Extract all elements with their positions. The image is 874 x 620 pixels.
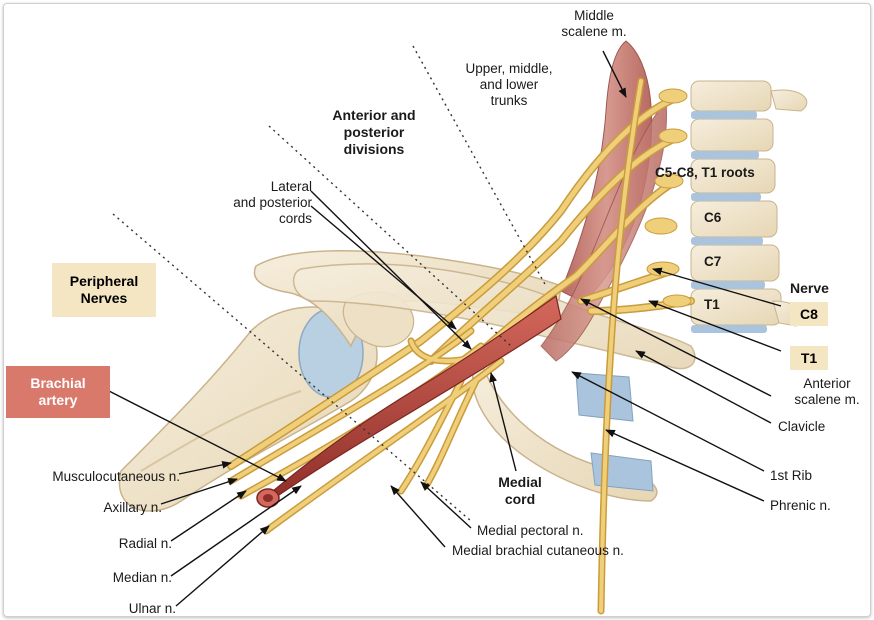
label-phrenic: Phrenic n. [770,498,831,513]
label-anterior-scalene-line2: scalene m. [794,392,860,407]
label-axillary: Axillary n. [103,500,162,515]
label-median: Median n. [112,570,172,585]
label-divisions-line1: Anterior and [332,107,416,123]
brachial-artery-line2: artery [38,392,78,408]
label-c6: C6 [704,210,722,225]
label-clavicle: Clavicle [778,419,826,434]
label-nerve-t1: T1 [790,346,828,370]
label-trunks-line3: trunks [490,93,528,108]
label-trunks-line1: Upper, middle, [465,61,553,76]
label-divisions-line3: divisions [343,141,405,157]
label-divisions-line2: posterior [343,124,405,140]
label-middle-scalene-line2: scalene m. [561,24,627,39]
label-c7: C7 [704,254,722,269]
label-cords-line1: Lateral [270,179,312,194]
peripheral-nerves-box: Peripheral Nerves [52,263,156,317]
brachial-artery-box: Brachial artery [6,366,110,418]
label-medial-cord-line1: Medial [498,474,542,490]
label-trunks-line2: and lower [479,77,539,92]
diagram-frame: Middle scalene m. Upper, middle, and low… [3,3,871,617]
label-middle-scalene-line1: Middle [574,8,614,23]
cervical-spine [690,80,808,333]
label-musculocutaneous: Musculocutaneous n. [52,469,180,484]
label-radial: Radial n. [118,536,172,551]
label-medial-cord: Medial cord [490,474,550,508]
brachial-artery-vessel [256,294,562,508]
label-anterior-scalene-line1: Anterior [803,376,851,391]
leader-lines [108,50,782,607]
label-middle-scalene: Middle scalene m. [553,8,635,40]
label-roots: C5-C8, T1 roots [655,165,755,180]
label-anterior-scalene: Anterior scalene m. [782,376,870,408]
label-ulnar: Ulnar n. [128,601,176,616]
nerve-roots [644,88,692,308]
label-cords-line3: cords [278,211,312,226]
brachial-plexus-illustration [108,40,808,615]
label-nerve-heading: Nerve [790,280,829,296]
label-cords: Lateral and posterior cords [204,179,312,227]
brachial-artery-line1: Brachial [30,375,86,391]
clavicle-bone [292,263,696,370]
label-medial-pectoral: Medial pectoral n. [477,523,584,538]
label-nerve-c8: C8 [790,302,828,326]
region-divider-lines [112,45,547,522]
label-medial-brachial-cutaneous: Medial brachial cutaneous n. [452,543,624,558]
label-cords-line2: and posterior [233,195,312,210]
label-trunks: Upper, middle, and lower trunks [449,61,569,109]
label-t1-vertebra: T1 [704,297,720,312]
label-medial-cord-line2: cord [504,491,536,507]
peripheral-nerves-line2: Nerves [80,290,128,306]
label-divisions: Anterior and posterior divisions [314,107,434,158]
peripheral-nerves-line1: Peripheral [69,273,139,289]
label-first-rib: 1st Rib [770,468,813,483]
